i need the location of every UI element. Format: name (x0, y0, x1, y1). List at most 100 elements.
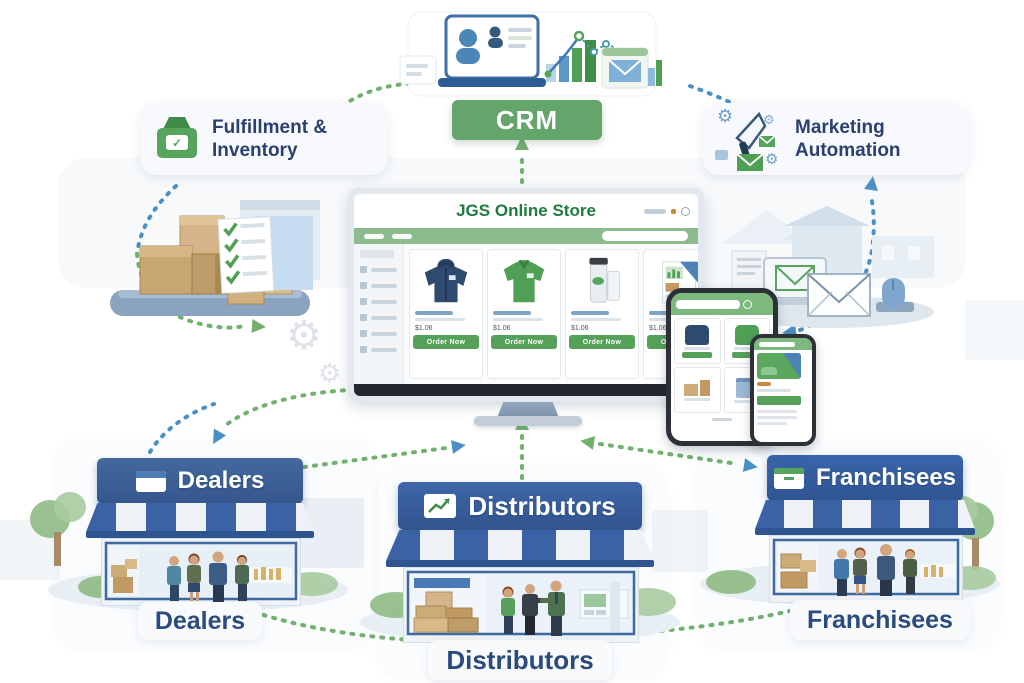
franchisees-storefront (769, 535, 963, 603)
card-icon (773, 467, 804, 489)
arrow-dealers-up-blue (148, 402, 216, 454)
store-navbar (354, 228, 698, 244)
mobile-phone-small (750, 334, 816, 446)
checkbox-icon (360, 346, 367, 353)
sale-tag (757, 382, 771, 386)
window-dot-icon (671, 209, 676, 214)
people (501, 580, 565, 636)
bush (706, 570, 756, 594)
window-controls (644, 207, 690, 216)
product-card-polo: $1.06 Order Now (487, 249, 561, 379)
phone-store-header (671, 293, 773, 315)
order-now-button: Order Now (413, 335, 479, 349)
checkbox-icon (360, 314, 367, 321)
phone-tile-boxes (674, 367, 721, 413)
node-crm: CRM (452, 100, 602, 140)
tumbler-image (569, 253, 635, 309)
envelope-icon (609, 60, 641, 82)
store-title: JGS Online Store (456, 201, 596, 221)
distributors-window (406, 570, 636, 636)
building-silhouette (652, 510, 708, 572)
user-avatar-icon (459, 29, 477, 47)
node-marketing-automation: ⚙ ⚙ ⚙ Marketing Automation (703, 103, 969, 175)
computer-mouse-icon (882, 278, 905, 308)
filter-sidebar (354, 244, 404, 384)
crm-dashboard-illustration (399, 11, 662, 97)
marketing-label-line1: Marketing (795, 117, 885, 138)
people (167, 551, 249, 602)
dealers-window (104, 541, 298, 602)
close-icon (681, 207, 690, 216)
search-icon (743, 299, 752, 309)
dealers-sign-text: Dealers (177, 467, 265, 494)
polo-image (491, 253, 557, 309)
minimize-icon (644, 209, 666, 214)
mobile-phone-large (666, 288, 778, 446)
order-button (682, 351, 713, 358)
marketing-label-line2: Automation (795, 140, 901, 161)
megaphone-icon: ⚙ ⚙ ⚙ (715, 106, 781, 174)
order-button (757, 396, 801, 405)
search-input (759, 341, 795, 347)
arrow-store-dealers (302, 446, 448, 469)
store-brand: JGS (456, 201, 491, 220)
arrow-fulfillment-to-crm (340, 81, 426, 108)
dealers-storefront (101, 538, 301, 606)
franchisees-sign: Franchisees (767, 455, 963, 501)
product-image (757, 353, 801, 379)
laptop-base (438, 78, 546, 87)
package-envelope-check-icon: ✓ (156, 117, 198, 161)
screen-bottom-edge (354, 384, 698, 396)
home-indicator (712, 418, 732, 421)
arrow-fulfillment-to-store (135, 252, 246, 330)
nav-menu-item (364, 233, 384, 239)
fulfillment-label-line1: Fulfillment & (212, 117, 328, 138)
warehouse-boxes-illustration (110, 200, 320, 316)
sidebar-block (360, 250, 394, 258)
distributors-storefront (403, 567, 639, 643)
order-now-button: Order Now (491, 335, 557, 349)
building-silhouette (965, 300, 1024, 360)
product-price: $1.06 (649, 325, 667, 332)
growth-line-icon (547, 36, 580, 75)
nav-menu-item (392, 233, 412, 239)
search-input (676, 299, 740, 309)
franchisees-sign-text: Franchisees (815, 464, 957, 491)
dealers-sign: Dealers (97, 458, 303, 504)
dealers-awning (86, 503, 314, 532)
franchisees-caption: Franchisees (790, 600, 970, 640)
phone-store-header (754, 338, 812, 350)
product-price: $1.06 (571, 325, 589, 332)
monitor-base (474, 416, 582, 426)
email-marketing-illustration (722, 206, 934, 328)
store-title-rest: Online Store (494, 201, 596, 220)
gear-icon: ⚙ (318, 358, 342, 388)
distributors-sign: Distributors (398, 482, 642, 530)
jacket-image (413, 253, 479, 309)
crm-label: CRM (495, 104, 559, 135)
checkbox-icon (360, 266, 367, 273)
product-price: $1.06 (493, 325, 511, 332)
checkbox-icon (360, 330, 367, 337)
checkbox-icon (360, 282, 367, 289)
monitor-stand (497, 402, 559, 418)
gear-icon: ⚙ (286, 314, 322, 358)
search-input (602, 231, 688, 241)
product-card-jacket: $1.06 Order Now (409, 249, 483, 379)
product-grid: $1.06 Order Now $1.06 (404, 244, 698, 384)
growth-chart-icon (424, 494, 457, 518)
product-price: $1.06 (415, 325, 433, 332)
envelope-icon (807, 273, 871, 317)
fulfillment-label-line2: Inventory (212, 140, 298, 161)
people (834, 544, 917, 596)
node-fulfillment-inventory: ✓ Fulfillment & Inventory (140, 103, 388, 175)
order-now-button: Order Now (569, 335, 635, 349)
order-button (731, 351, 762, 358)
franchisees-awning (755, 500, 975, 529)
arrow-left-arc-blue (135, 184, 178, 256)
store-header: JGS Online Store (354, 194, 698, 228)
store-monitor: JGS Online Store (348, 188, 704, 402)
franchisees-window (772, 538, 960, 596)
arrow-store-franchisees (598, 442, 740, 466)
